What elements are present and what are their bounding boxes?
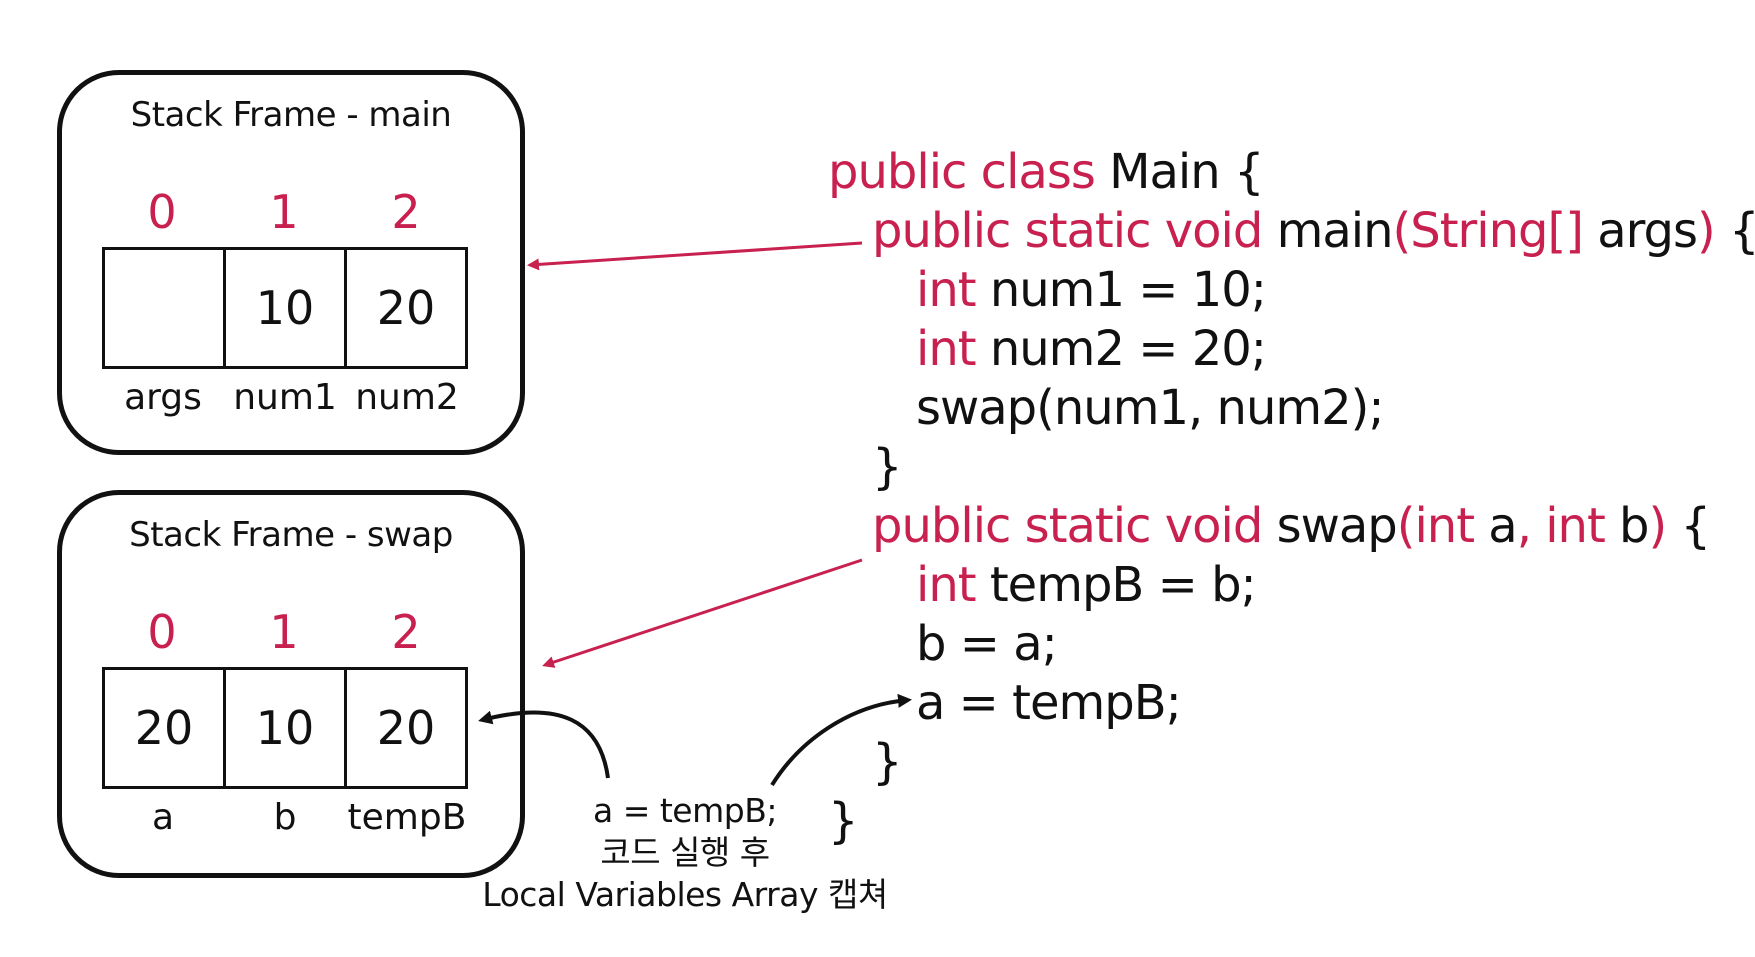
code-keyword: (String[]: [1392, 203, 1584, 259]
index-2: 2: [391, 605, 421, 659]
annotation-note: a = tempB; 코드 실행 후 Local Variables Array…: [440, 790, 930, 916]
code-line-main-close: }: [872, 437, 903, 497]
index-2: 2: [391, 185, 421, 239]
code-keyword: public class: [828, 144, 1096, 200]
index-1: 1: [269, 185, 299, 239]
code-text: }: [872, 734, 903, 790]
stack-frame-main: Stack Frame - main 0 1 2 10 20 args num1…: [57, 70, 525, 455]
var-name-num1: num1: [233, 377, 337, 418]
code-line-swap-signature: public static void swap(int a, int b) {: [872, 496, 1712, 556]
slot-num2: 20: [376, 281, 436, 335]
var-name-args: args: [124, 377, 202, 418]
code-line-num2: int num2 = 20;: [916, 319, 1267, 379]
slot-a: 20: [105, 670, 226, 786]
code-line-swap-close: }: [872, 732, 903, 792]
code-text: {: [1714, 203, 1755, 259]
code-keyword: (int: [1396, 498, 1475, 554]
slot-num1: 10: [226, 250, 347, 366]
local-variables-array-main: 10 20: [102, 247, 468, 369]
code-keyword: ): [1648, 498, 1668, 554]
var-name-num2: num2: [355, 377, 459, 418]
index-0: 0: [147, 185, 177, 239]
code-text: a: [1474, 498, 1517, 554]
code-text: b: [1604, 498, 1649, 554]
code-text: main: [1262, 203, 1394, 259]
code-text: Main {: [1094, 144, 1264, 200]
code-text: }: [872, 439, 903, 495]
code-text: }: [828, 793, 859, 849]
code-line-class-close: }: [828, 791, 859, 851]
code-line-a-assign: a = tempB;: [916, 673, 1182, 733]
code-keyword: public static void: [872, 203, 1263, 259]
stack-frame-swap: Stack Frame - swap 0 1 2 20 10 20 a b te…: [57, 490, 525, 878]
slot-args: [105, 250, 226, 366]
code-line-main-signature: public static void main(String[] args) {: [872, 201, 1755, 261]
arrow-note-to-slot: [478, 710, 610, 779]
code-text: num2 = 20;: [975, 321, 1267, 377]
note-line-2: 코드 실행 후: [600, 833, 770, 872]
code-text: args: [1582, 203, 1698, 259]
arrow-note-to-code: [770, 693, 912, 787]
var-name-a: a: [151, 797, 175, 838]
code-keyword: int: [916, 321, 977, 377]
code-text: tempB = b;: [975, 557, 1257, 613]
code-text: swap: [1262, 498, 1398, 554]
code-line-swap-call: swap(num1, num2);: [916, 378, 1385, 438]
slot-tempB: 20: [376, 701, 436, 755]
code-keyword: ): [1696, 203, 1716, 259]
code-text: swap(num1, num2);: [916, 380, 1385, 436]
code-text: b = a;: [916, 616, 1058, 672]
note-line-3: Local Variables Array 캡쳐: [482, 875, 888, 914]
stack-frame-main-title: Stack Frame - main: [130, 95, 452, 135]
code-line-class: public class Main {: [828, 142, 1264, 202]
arrow-swap-to-frame: [542, 558, 863, 668]
code-keyword: int: [916, 262, 977, 318]
index-0: 0: [147, 605, 177, 659]
stack-frame-swap-title: Stack Frame - swap: [129, 515, 453, 555]
code-text: a = tempB;: [916, 675, 1182, 731]
code-keyword: public static void: [872, 498, 1263, 554]
code-keyword: , int: [1516, 498, 1606, 554]
var-name-tempB: tempB: [347, 797, 467, 838]
code-text: num1 = 10;: [975, 262, 1267, 318]
code-line-b-assign: b = a;: [916, 614, 1058, 674]
code-text: {: [1666, 498, 1712, 554]
index-1: 1: [269, 605, 299, 659]
code-keyword: int: [916, 557, 977, 613]
arrow-main-to-frame: [527, 241, 863, 271]
code-line-num1: int num1 = 10;: [916, 260, 1267, 320]
local-variables-array-swap: 20 10 20: [102, 667, 468, 789]
note-line-1: a = tempB;: [593, 791, 777, 830]
var-name-b: b: [273, 797, 297, 838]
code-line-tempB: int tempB = b;: [916, 555, 1257, 615]
slot-b: 10: [226, 670, 347, 786]
